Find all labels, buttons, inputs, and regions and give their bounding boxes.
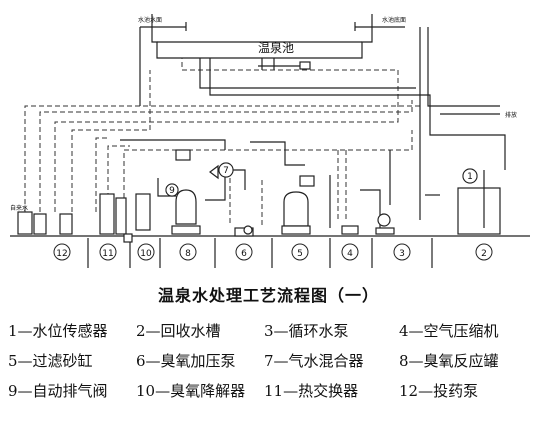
station-circle (291, 243, 309, 261)
heat-exchanger (99, 193, 115, 235)
station-circle (137, 243, 155, 261)
station-label: 11 (102, 249, 113, 259)
legend-item: 1—水位传感器 (8, 321, 108, 340)
legend-item: 2—回收水槽 (136, 321, 221, 340)
station-circle (235, 243, 253, 261)
station-circle (393, 243, 411, 261)
station-circle (53, 243, 71, 261)
hot-spring-pool (151, 14, 373, 59)
legend-item: 8—臭氧反应罐 (399, 351, 499, 370)
station-circle (99, 243, 117, 261)
air-compressor (341, 225, 359, 235)
station-label: 8 (185, 249, 191, 259)
circulating-pump (377, 213, 391, 227)
station-circle (341, 243, 359, 261)
dosing-pump (17, 211, 33, 235)
sand-filter (283, 191, 309, 227)
pipe-label-top-right: 水池底面 (382, 16, 406, 24)
legend-row: 9—自动排气阀 10—臭氧降解器 11—热交换器 12—投药泵 (8, 375, 533, 405)
legend-row: 1—水位传感器 2—回收水槽 3—循环水泵 4—空气压缩机 (8, 315, 533, 345)
legend-item: 6—臭氧加压泵 (136, 351, 236, 370)
callout-7: 7 (223, 166, 229, 176)
legend-item: 10—臭氧降解器 (136, 381, 246, 400)
station-label: 3 (399, 249, 405, 259)
callout-9: 9 (169, 186, 175, 196)
station-label: 12 (56, 249, 67, 259)
legend-item: 12—投药泵 (399, 381, 479, 400)
station-label: 4 (347, 249, 353, 259)
station-label: 6 (241, 249, 247, 259)
pipe-label-top-left: 水池水面 (138, 16, 162, 24)
station-label: 10 (140, 249, 152, 259)
legend-item: 5—过滤砂缸 (8, 351, 93, 370)
ozone-reaction-tank (175, 189, 197, 225)
station-circle (179, 243, 197, 261)
pipe-label-right-outlet: 排放 (505, 111, 517, 119)
pool-label: 温泉池 (258, 41, 294, 55)
legend-item: 3—循环水泵 (264, 321, 349, 340)
pipe-label-left-inlet: 自来水 (10, 204, 28, 212)
process-flow-diagram: 温泉池 水池水面 水池底面 排放 自来水 9 7 1 12 11 10 8 6 5 4 3 2 (10, 14, 530, 268)
legend-item: 11—热交换器 (264, 381, 359, 400)
legend-row: 5—过滤砂缸 6—臭氧加压泵 7—气水混合器 8—臭氧反应罐 (8, 345, 533, 375)
station-label: 2 (481, 249, 487, 259)
legend: 1—水位传感器 2—回收水槽 3—循环水泵 4—空气压缩机 5—过滤砂缸 6—臭… (8, 315, 533, 405)
station-label: 5 (297, 249, 303, 259)
diagram-title: 温泉水处理工艺流程图（一） (157, 286, 379, 305)
legend-item: 7—气水混合器 (264, 351, 364, 370)
recovery-tank (457, 187, 501, 235)
legend-item: 9—自动排气阀 (8, 381, 108, 400)
legend-item: 4—空气压缩机 (399, 321, 499, 340)
station-circle (475, 243, 493, 261)
ozone-degrader (135, 193, 151, 231)
callout-1: 1 (467, 172, 473, 182)
